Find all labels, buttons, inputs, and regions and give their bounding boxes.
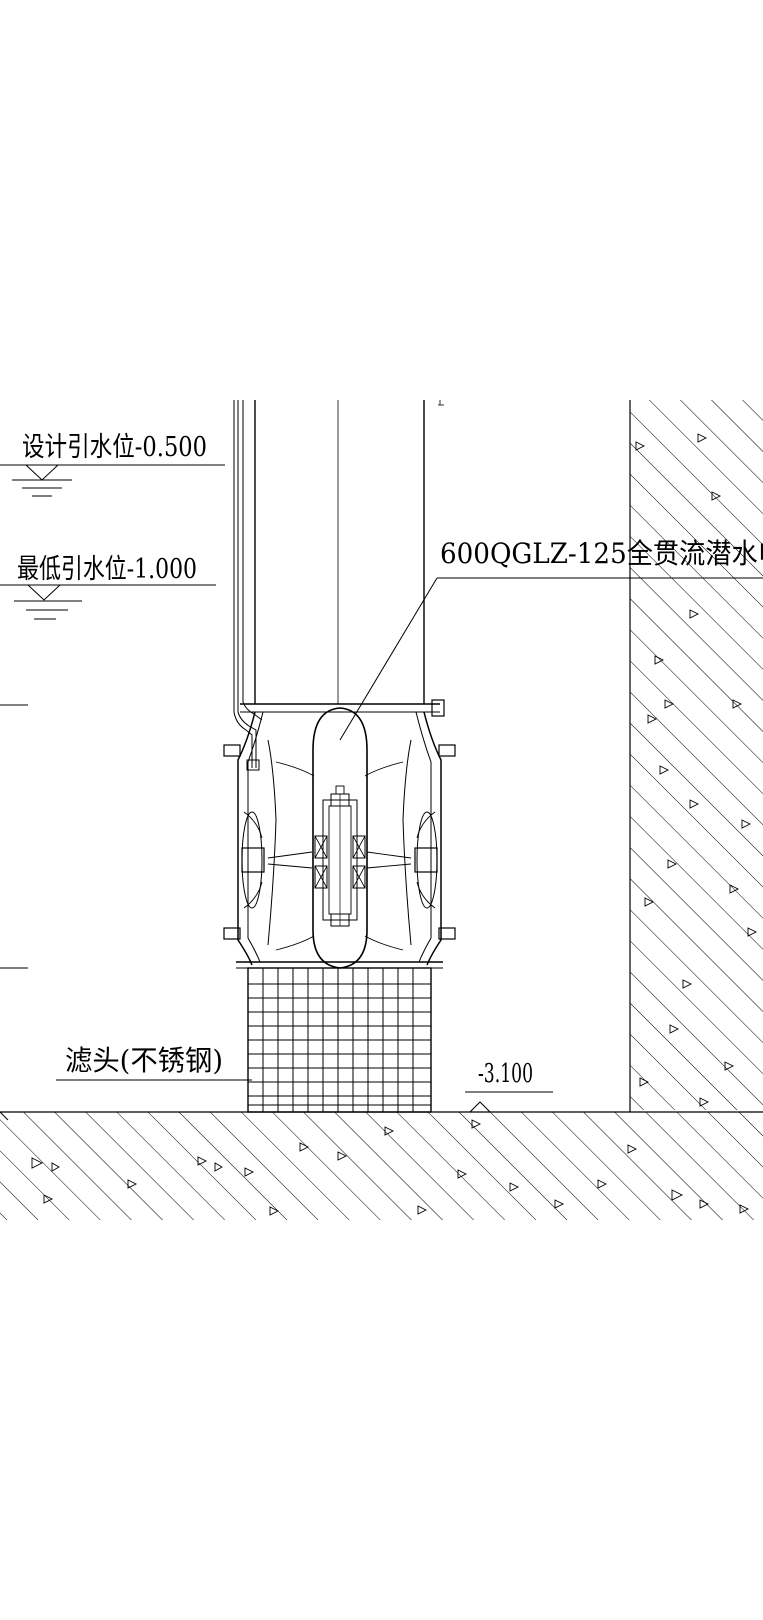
motor-capsule — [312, 707, 368, 969]
minimum-water-level: 最低引水位-1.000 — [0, 554, 216, 620]
filter-head-label: 滤头(不锈钢) — [65, 1044, 223, 1077]
right-wall-concrete — [629, 400, 763, 1112]
filter-head — [247, 967, 432, 1113]
discharge-pipe — [254, 400, 444, 704]
floor-left-edge-mark — [0, 1111, 9, 1121]
design-water-level-label: 设计引水位-0.500 — [22, 432, 207, 463]
floor-slab-concrete — [0, 1111, 763, 1220]
cable-pipe — [233, 400, 263, 771]
pump-model-callout: 600QGLZ-125全贯流潜水电泵 — [339, 537, 763, 741]
pump-housing — [223, 699, 456, 969]
bottom-elevation-label: -3.100 — [478, 1059, 533, 1089]
filter-head-callout: 滤头(不锈钢) — [56, 1044, 252, 1081]
pump-model-label: 600QGLZ-125全贯流潜水电泵 — [440, 537, 763, 570]
aggregate-marks — [635, 433, 758, 1107]
min-water-level-label: 最低引水位-1.000 — [17, 554, 197, 585]
design-water-level: 设计引水位-0.500 — [0, 432, 225, 497]
bottom-elevation: -3.100 — [465, 1059, 553, 1113]
